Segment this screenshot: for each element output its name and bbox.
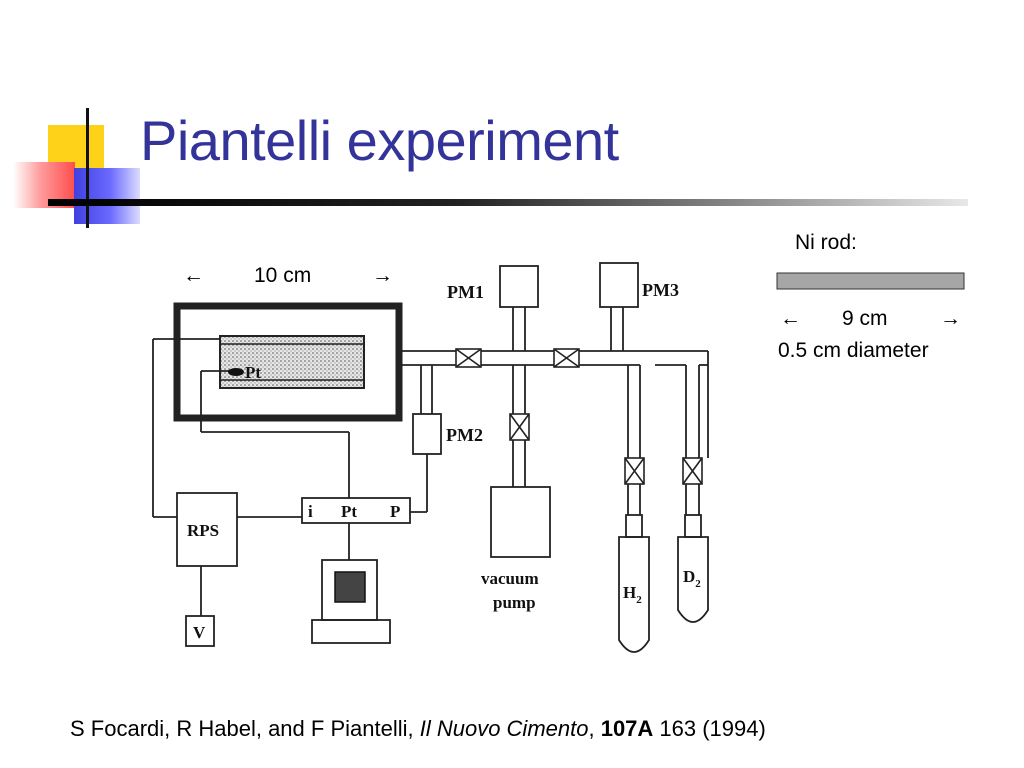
ni-rod-diameter-label: 0.5 cm diameter (778, 339, 929, 362)
pm2-box (412, 413, 442, 455)
pm3-box (599, 262, 639, 308)
pm1-box (499, 265, 539, 308)
valve-4 (624, 457, 645, 485)
v-label: V (193, 623, 206, 642)
rps-label: RPS (187, 521, 219, 540)
valve-2 (553, 348, 580, 368)
ni-rod-length-label: 9 cm (842, 307, 888, 330)
interface-box (301, 497, 411, 524)
ni-rod-right-arrow: → (940, 307, 961, 330)
interface-i-label: i (308, 502, 313, 521)
computer-base (311, 619, 391, 644)
slide-title: Piantelli experiment (140, 109, 619, 172)
h2-bottle (618, 536, 650, 653)
interface-p-label: P (390, 502, 400, 521)
citation-volume: 107A (600, 716, 654, 741)
ni-rod-heading: Ni rod: (795, 231, 857, 254)
chamber-length-label: 10 cm (254, 264, 312, 287)
apparatus-lines (152, 262, 709, 653)
citation: S Focardi, R Habel, and F Piantelli, Il … (70, 716, 766, 742)
d2-label: D2 (683, 567, 701, 590)
pt-sensor (228, 368, 244, 376)
citation-separator: , (588, 716, 601, 741)
rps-box (176, 492, 238, 567)
ni-rod-left-arrow: ← (780, 307, 801, 330)
interface-pt-label: Pt (341, 502, 357, 521)
citation-journal: Il Nuovo Cimento (419, 716, 589, 741)
chamber-left-arrow: ← (183, 264, 204, 287)
ni-rod-bar (776, 272, 965, 290)
valve-1 (455, 348, 482, 368)
decorative-vertical-line (86, 108, 89, 228)
h2-label: H2 (623, 583, 642, 606)
decorative-blue-square (74, 168, 140, 224)
vacuum-pump-label-line2: pump (493, 593, 536, 612)
computer-screen (334, 571, 366, 603)
reaction-chamber-wall (173, 302, 403, 422)
d2-bottle (677, 536, 709, 623)
pm3-label: PM3 (642, 280, 679, 300)
valve-3 (509, 413, 530, 441)
pt-sensor-label: Pt (245, 363, 261, 382)
valves (455, 348, 703, 485)
pm1-label: PM1 (447, 282, 484, 302)
citation-authors: S Focardi, R Habel, and F Piantelli, (70, 716, 420, 741)
pm2-label: PM2 (446, 425, 483, 445)
citation-pages-year: 163 (1994) (653, 716, 766, 741)
vacuum-pump-label-line1: vacuum (481, 569, 539, 588)
v-box (185, 615, 215, 647)
valve-5 (682, 457, 703, 485)
chamber-right-arrow: → (372, 264, 393, 287)
vacuum-pump-box (490, 486, 551, 558)
title-underline (48, 199, 968, 206)
